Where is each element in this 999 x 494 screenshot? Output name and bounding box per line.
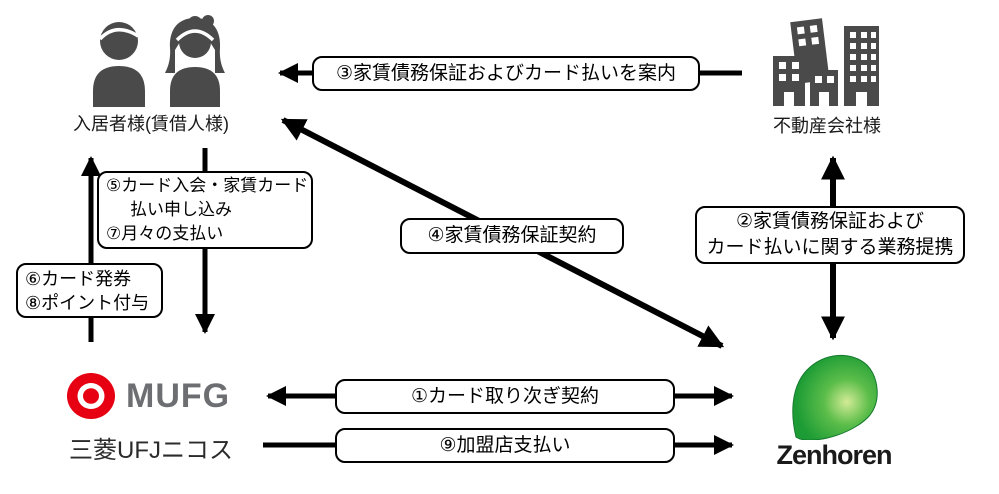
step5-label-line1: ⑤カード入会・家賃カード	[106, 176, 309, 195]
step1-label: ①カード取り次ぎ契約	[410, 385, 600, 407]
buildings-icon	[773, 18, 879, 106]
step5-7-box: ⑤カード入会・家賃カード 払い申し込み ⑦月々の支払い	[97, 171, 313, 249]
step3-box: ③家賃債務保証およびカード払いを案内	[312, 56, 700, 91]
entity-zenhoren	[788, 352, 880, 441]
mufg-company-name: 三菱UFJニコス	[69, 437, 233, 464]
mufg-wordmark: MUFG	[126, 376, 231, 415]
entity-tenant	[86, 14, 232, 108]
step8-label: ⑧ポイント付与	[25, 292, 150, 313]
step6-label: ⑥カード発券	[25, 268, 132, 289]
entity-realtor	[770, 12, 882, 107]
step2-label-line1: ②家賃債務保証および	[735, 211, 925, 232]
step3-label: ③家賃債務保証およびカード払いを案内	[335, 62, 677, 84]
step4-label: ④家賃債務保証契約	[427, 225, 597, 246]
zenhoren-wordmark: Zenhoren	[776, 440, 892, 470]
step6-8-box: ⑥カード発券 ⑧ポイント付与	[16, 263, 163, 318]
tenant-label: 入居者様(賃借人様)	[73, 114, 229, 134]
realtor-label: 不動産会社様	[773, 116, 881, 136]
step1-box: ①カード取り次ぎ契約	[335, 379, 675, 414]
step7-label: ⑦月々の支払い	[106, 224, 224, 243]
leaf-logo-icon	[792, 354, 878, 441]
step9-label: ⑨加盟店支払い	[439, 434, 571, 456]
step5-label-line2: 払い申し込み	[130, 200, 232, 219]
step4-box: ④家賃債務保証契約	[400, 218, 624, 254]
people-couple-icon	[93, 15, 225, 107]
mufg-mark-icon	[67, 373, 115, 419]
step9-box: ⑨加盟店支払い	[335, 428, 675, 463]
step2-box: ②家賃債務保証および カード払いに関する業務提携	[695, 206, 965, 264]
step2-label-line2: カード払いに関する業務提携	[706, 237, 954, 258]
entity-mufg: MUFG	[66, 372, 230, 420]
